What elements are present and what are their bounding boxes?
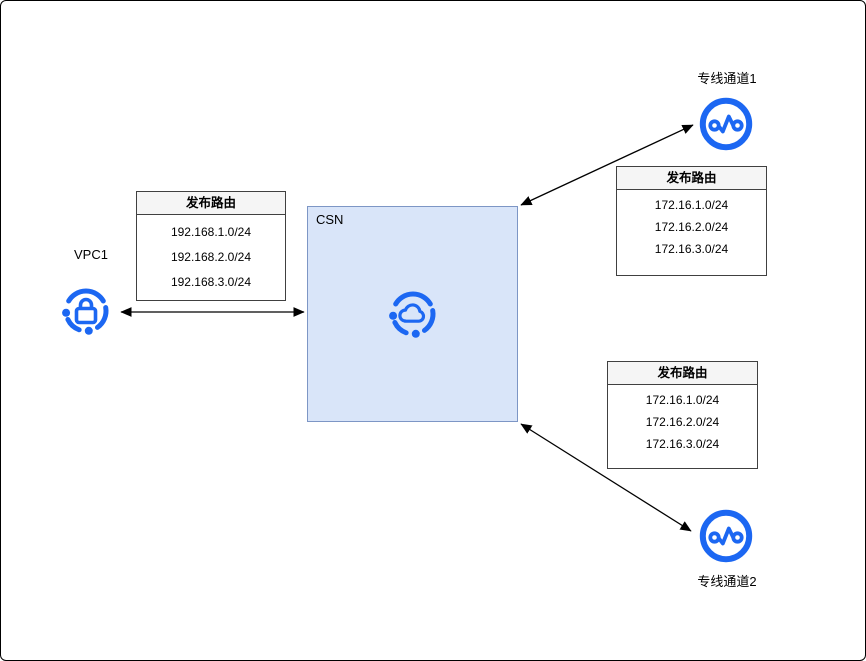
- csn-box: CSN: [307, 206, 518, 422]
- route-table-rows: 192.168.1.0/24 192.168.2.0/24 192.168.3.…: [137, 215, 285, 295]
- route-table-row: 192.168.3.0/24: [170, 275, 252, 289]
- route-table-row: 172.16.2.0/24: [654, 220, 729, 234]
- route-table-row: 192.168.2.0/24: [170, 250, 252, 264]
- route-table-rows: 172.16.1.0/24 172.16.2.0/24 172.16.3.0/2…: [617, 190, 766, 260]
- dedicated-channel-icon: [699, 509, 753, 563]
- route-table-row: 172.16.1.0/24: [654, 198, 729, 212]
- route-table-row: 172.16.1.0/24: [645, 393, 720, 407]
- vpc-node-label: VPC1: [74, 247, 108, 262]
- route-table-header: 发布路由: [608, 362, 757, 385]
- route-table-rows: 172.16.1.0/24 172.16.2.0/24 172.16.3.0/2…: [608, 385, 757, 455]
- csn-label: CSN: [316, 212, 344, 227]
- route-table-row: 172.16.3.0/24: [654, 242, 729, 256]
- route-table-row: 172.16.3.0/24: [645, 437, 720, 451]
- vpc-route-table: 发布路由 192.168.1.0/24 192.168.2.0/24 192.1…: [136, 191, 286, 301]
- dedicated-channel-icon: [699, 97, 753, 151]
- channel2-route-table: 发布路由 172.16.1.0/24 172.16.2.0/24 172.16.…: [607, 361, 758, 469]
- route-table-header: 发布路由: [617, 167, 766, 190]
- route-table-row: 172.16.2.0/24: [645, 415, 720, 429]
- route-table-header: 发布路由: [137, 192, 285, 215]
- csn-cloud-icon: [389, 291, 436, 338]
- vpc-lock-icon: [62, 288, 109, 335]
- channel1-route-table: 发布路由 172.16.1.0/24 172.16.2.0/24 172.16.…: [616, 166, 767, 276]
- route-table-row: 192.168.1.0/24: [170, 225, 252, 239]
- channel2-label: 专线通道2: [697, 574, 757, 589]
- channel1-label: 专线通道1: [697, 71, 757, 86]
